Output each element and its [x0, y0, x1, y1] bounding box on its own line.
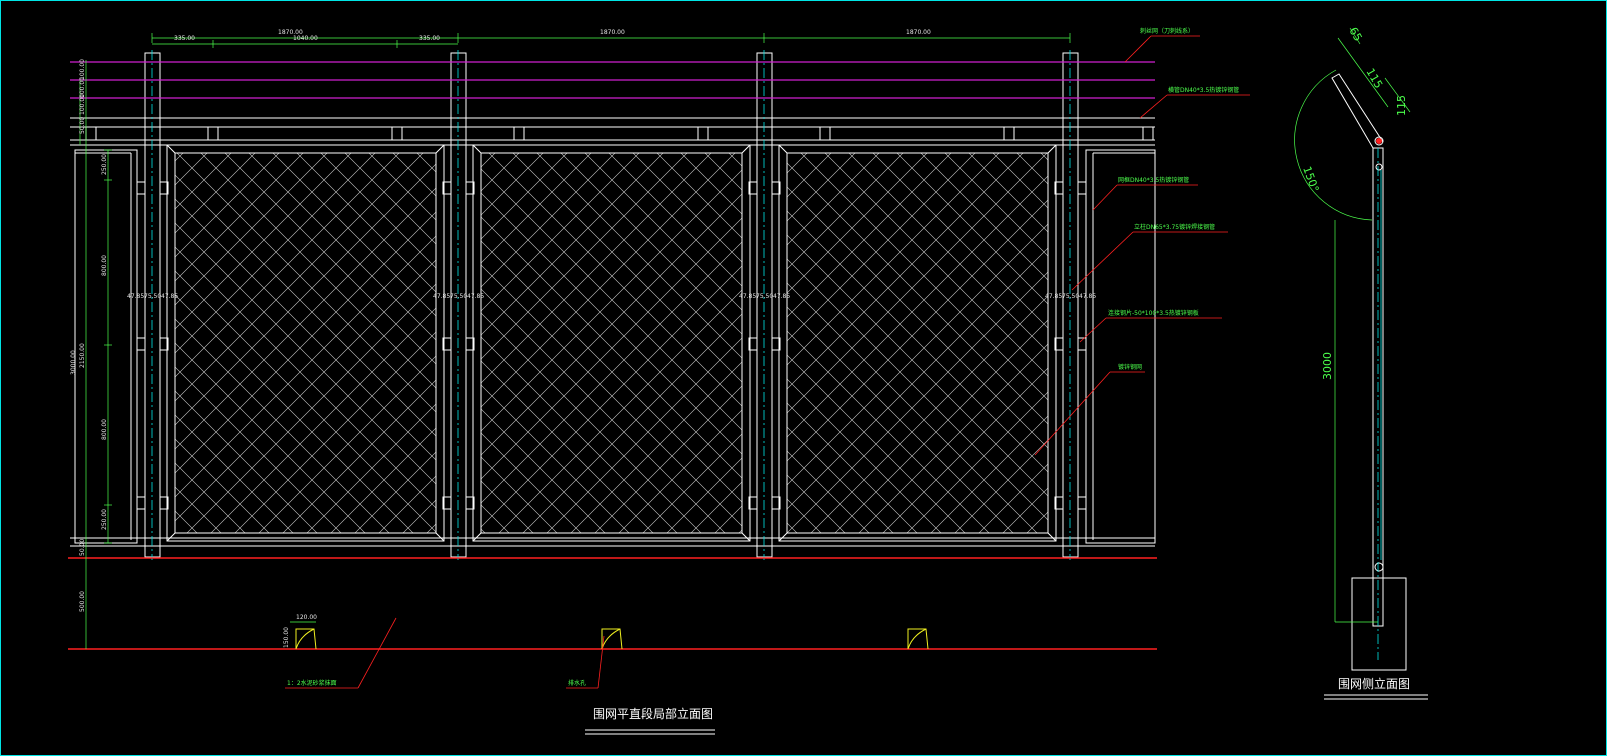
- front-view-title: 围网平直段局部立面图: [593, 706, 713, 721]
- dimension-lines: [79, 33, 1071, 649]
- side-dim-height: 3000: [1321, 352, 1334, 380]
- front-elevation: [70, 52, 1156, 558]
- dim-post-gap: 47.85: [773, 293, 790, 300]
- dim-post-gap: 75.50: [756, 293, 773, 300]
- side-angle-label: 150°: [1300, 165, 1321, 194]
- label-drain-hole: 排水孔: [568, 679, 586, 687]
- label-barbed-wire: 刺丝网（刀刺线系）: [1140, 27, 1194, 35]
- rail-clamps: [85, 126, 1154, 141]
- main-post: [756, 52, 773, 558]
- label-frame-pipe: 网框DN40*3.5热镀锌钢管: [1118, 176, 1189, 184]
- dim-right-offset: 335.00: [419, 35, 440, 42]
- dim-drain-width: 120.00: [296, 614, 317, 621]
- dim-post-gap: 47.85: [739, 293, 756, 300]
- label-mesh: 镀锌钢网: [1118, 363, 1142, 371]
- dim-post-gap: 75.50: [144, 293, 161, 300]
- dim-post-gap: 47.85: [1079, 293, 1096, 300]
- drain-holes: [295, 628, 929, 650]
- label-mortar: 1：2水泥砂浆抹面: [287, 679, 337, 687]
- dim-wire-3: 100.00: [79, 94, 86, 115]
- main-post: [144, 52, 161, 558]
- mesh-panel-1: [166, 144, 445, 542]
- dim-wire-1: 100.00: [79, 59, 86, 80]
- side-elevation: [1294, 27, 1411, 671]
- label-main-post: 立柱DN65*3.75镀锌焊接钢管: [1134, 223, 1215, 231]
- dim-panel-height: 2150.00: [79, 343, 86, 368]
- dim-seg-lower: 800.00: [101, 419, 108, 440]
- dim-seg-top: 250.00: [101, 154, 108, 175]
- dim-bottom-gap: 50.00: [79, 539, 86, 556]
- barbed-wires: [70, 61, 1155, 99]
- main-post: [1062, 52, 1079, 558]
- title-underlines: [585, 694, 1428, 735]
- leader-lines: [285, 35, 1250, 689]
- label-top-rail: 横管DN40*3.5热镀锌钢管: [1168, 86, 1239, 94]
- footing: [1351, 577, 1407, 671]
- dim-seg-bottom: 250.00: [101, 509, 108, 530]
- dim-total-height: 3000.00: [70, 350, 77, 375]
- outrigger-arm: [1331, 73, 1384, 149]
- dim-post-gap: 47.85: [467, 293, 484, 300]
- dim-seg-upper: 800.00: [101, 255, 108, 276]
- dim-span-1: 1870.00: [278, 29, 303, 36]
- dim-span-3: 1870.00: [906, 29, 931, 36]
- dim-post-gap: 47.85: [161, 293, 178, 300]
- dim-post-gap: 47.85: [433, 293, 450, 300]
- connector-plates: [136, 181, 1087, 510]
- dim-post-gap: 75.50: [1062, 293, 1079, 300]
- ground-lines: [68, 557, 1157, 650]
- dim-below-ground: 500.00: [79, 591, 86, 612]
- main-post: [450, 52, 467, 558]
- dim-wire-2: 100.00: [79, 77, 86, 98]
- dim-top-gap: 50.00: [79, 117, 86, 134]
- dim-drain-height: 150.00: [283, 627, 290, 648]
- dim-post-gap: 47.85: [1045, 293, 1062, 300]
- mesh-panel-2: [472, 144, 751, 542]
- dim-span-2: 1870.00: [600, 29, 625, 36]
- mesh-panel-3: [778, 144, 1057, 542]
- dim-post-gap: 47.85: [127, 293, 144, 300]
- angle-arc: [1294, 69, 1373, 221]
- side-dim-arm-2: 115: [1395, 95, 1408, 116]
- label-connector: 连接钢片-50*100*3.5热镀锌钢板: [1108, 309, 1199, 317]
- dim-mid-span: 1040.00: [293, 35, 318, 42]
- side-dim-top: 65: [1346, 25, 1364, 44]
- side-dim-arm-1: 115: [1363, 66, 1385, 91]
- side-view-title: 围网侧立面图: [1338, 676, 1410, 691]
- post-centerlines: [151, 50, 1071, 560]
- dim-post-gap: 75.50: [450, 293, 467, 300]
- dim-left-offset: 335.00: [174, 35, 195, 42]
